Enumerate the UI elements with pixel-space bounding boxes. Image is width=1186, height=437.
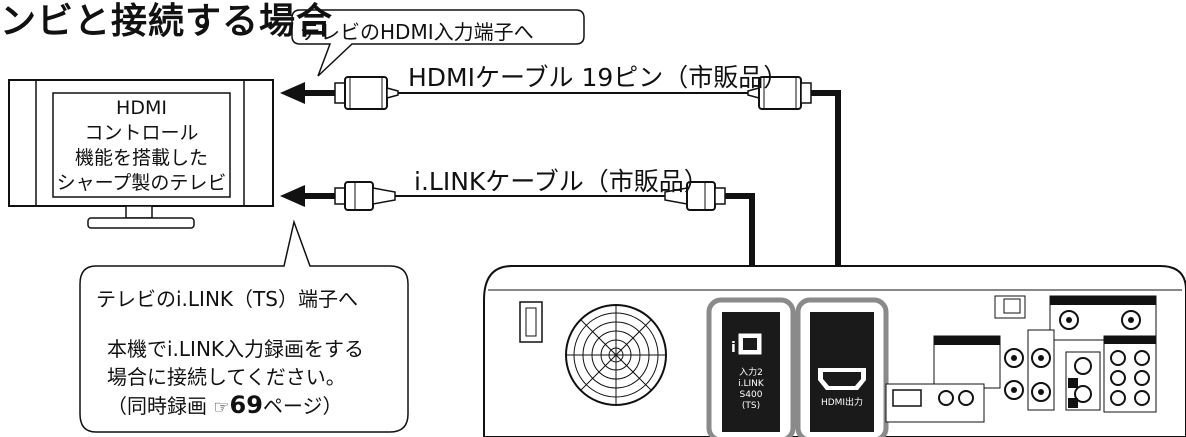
svg-text:i: i [731, 340, 736, 356]
note-line-2: 場合に接続してください。 [107, 365, 346, 389]
note-line-3-prefix: （同時録画 [107, 394, 214, 418]
hdmi-output-label: HDMI出力 [820, 398, 864, 408]
hdmi-cable [280, 76, 850, 297]
ilink-callout-bubble [79, 219, 409, 433]
tv-line-1: HDMI [116, 97, 167, 119]
note-line-3-suffix: ページ） [262, 394, 343, 418]
hdmi-cable-label: HDMIケーブル 19ピン（市販品） [408, 63, 789, 92]
input2-line-4: (TS) [741, 401, 761, 411]
note-line-3: （同時録画 ☞69ページ） [107, 391, 407, 422]
page-ref-icon: ☞ [213, 397, 230, 418]
input2-port-label: 入力2 i.LINK S400 (TS) [722, 368, 780, 412]
input2-line-2: i.LINK [738, 379, 764, 389]
tv-line-2: コントロール [84, 122, 199, 144]
tv-illustration [8, 79, 274, 229]
ilink-port-callout-text: テレビのi.LINK（TS）端子へ [96, 287, 358, 311]
input2-line-3: S400 [739, 390, 763, 400]
input2-line-1: 入力2 [739, 368, 763, 378]
note-line-1: 本機でi.LINK入力録画をする [107, 337, 365, 361]
ilink-note: 本機でi.LINK入力録画をする 場合に接続してください。 （同時録画 ☞69ペ… [107, 335, 407, 422]
page-ref-number[interactable]: 69 [229, 391, 263, 419]
ilink-cable-label: i.LINKケーブル（市販品） [414, 167, 709, 196]
recorder-rear-panel: i [483, 265, 1186, 437]
tv-line-3: 機能を搭載した [74, 147, 208, 169]
hdmi-port-callout-text: テレビのHDMI入力端子へ [300, 20, 534, 44]
tv-line-4: シャープ製のテレビ [56, 172, 227, 194]
hdmi-callout-bubble [291, 9, 585, 77]
page-title: ンビと接続する場合 [0, 1, 334, 42]
tv-screen-text: HDMI コントロール 機能を搭載した シャープ製のテレビ [53, 94, 230, 198]
